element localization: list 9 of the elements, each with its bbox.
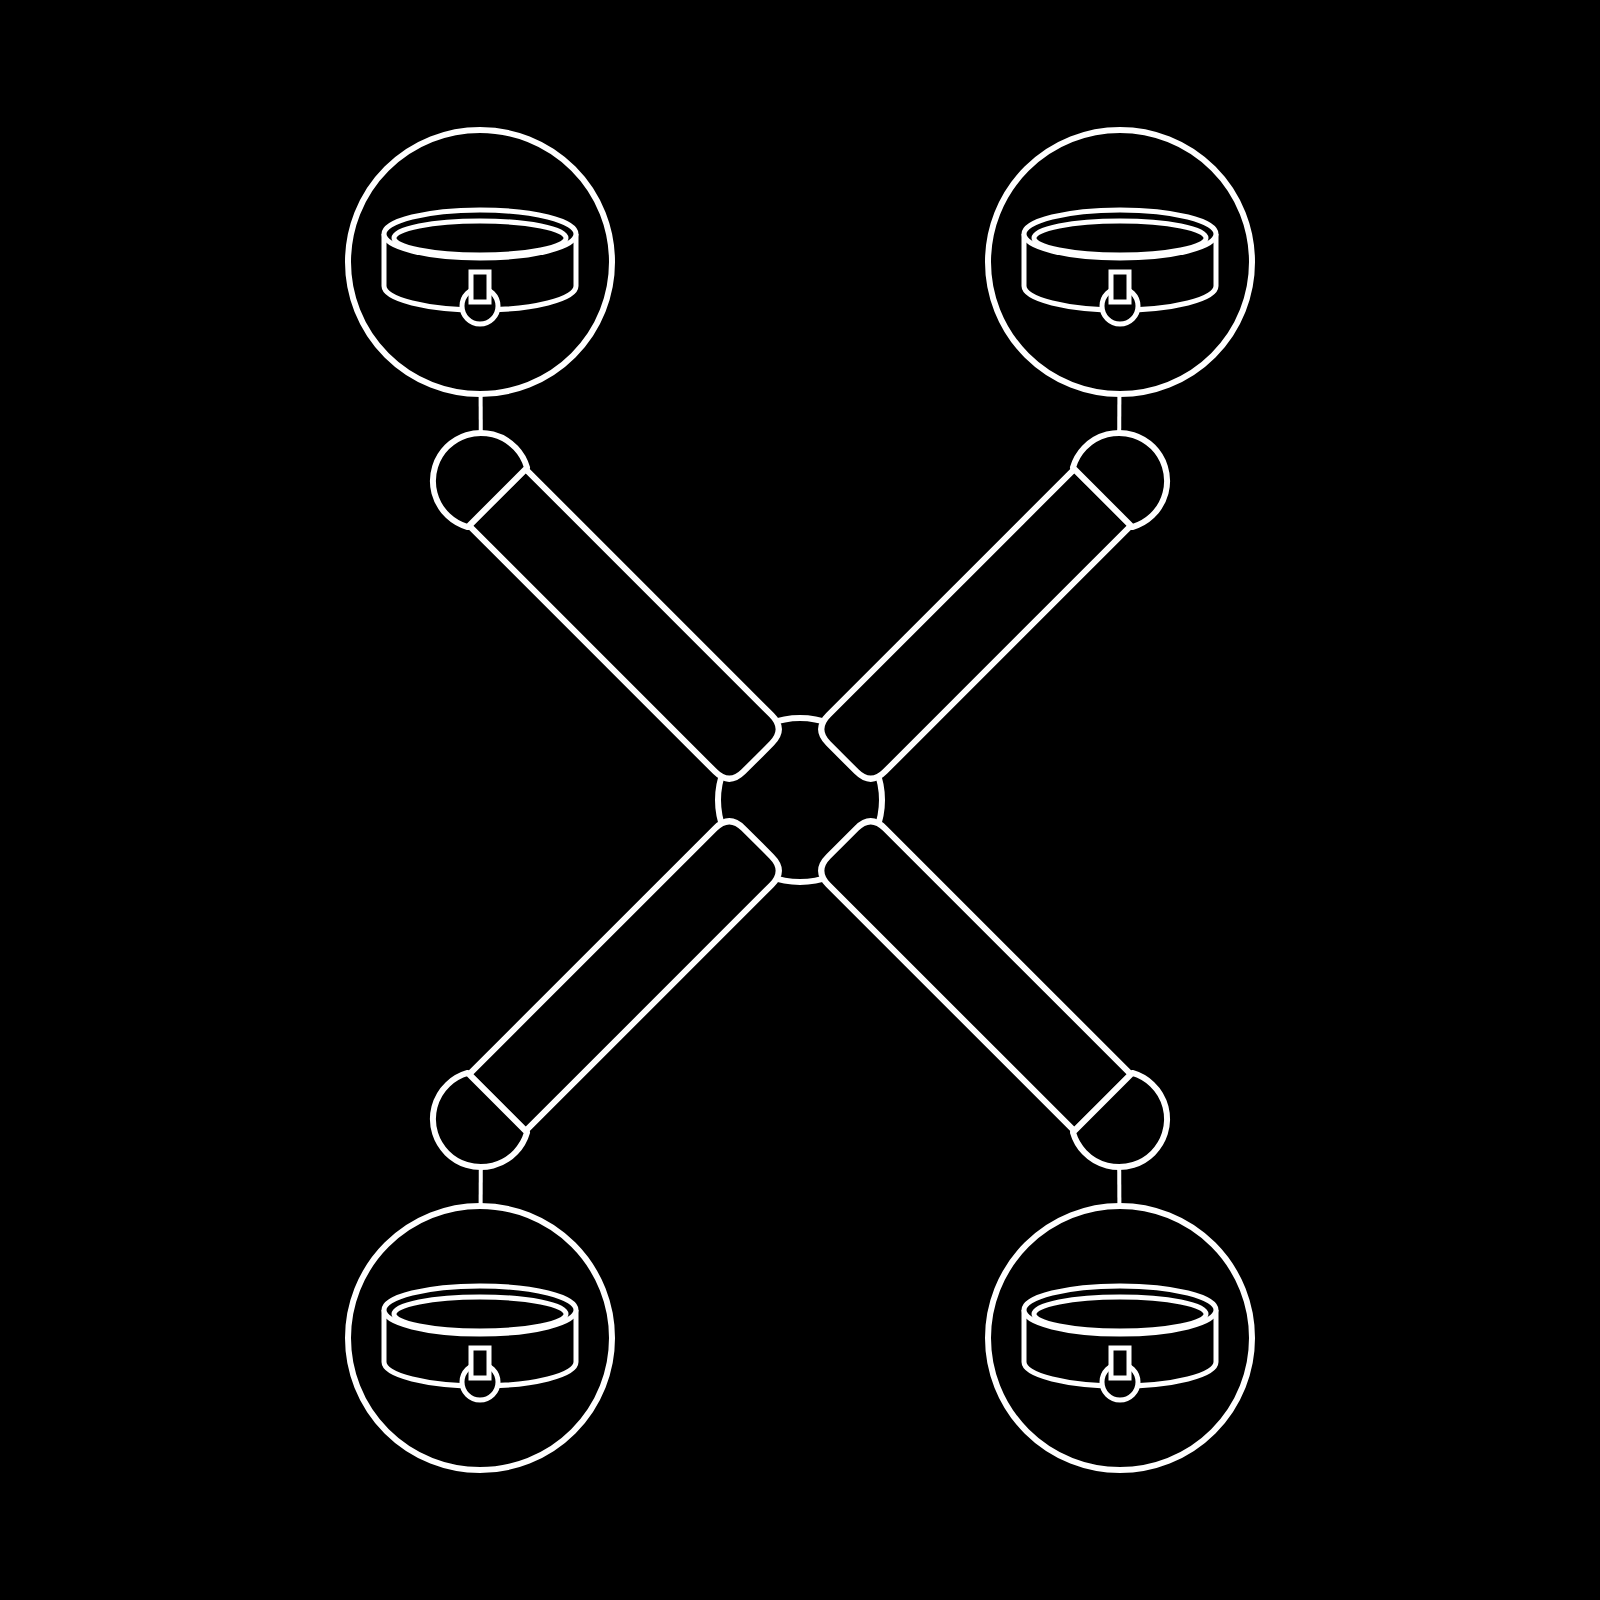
connector-line <box>1117 394 1122 433</box>
cuff-circle <box>344 126 616 398</box>
connector-line <box>478 394 483 433</box>
cuff-circle <box>344 1202 616 1474</box>
x-shaped-bar <box>428 428 1172 1172</box>
cuff-circle <box>984 126 1256 398</box>
connector-line <box>478 1167 483 1206</box>
cuff-circle <box>984 1202 1256 1474</box>
connector-line <box>1117 1167 1122 1206</box>
